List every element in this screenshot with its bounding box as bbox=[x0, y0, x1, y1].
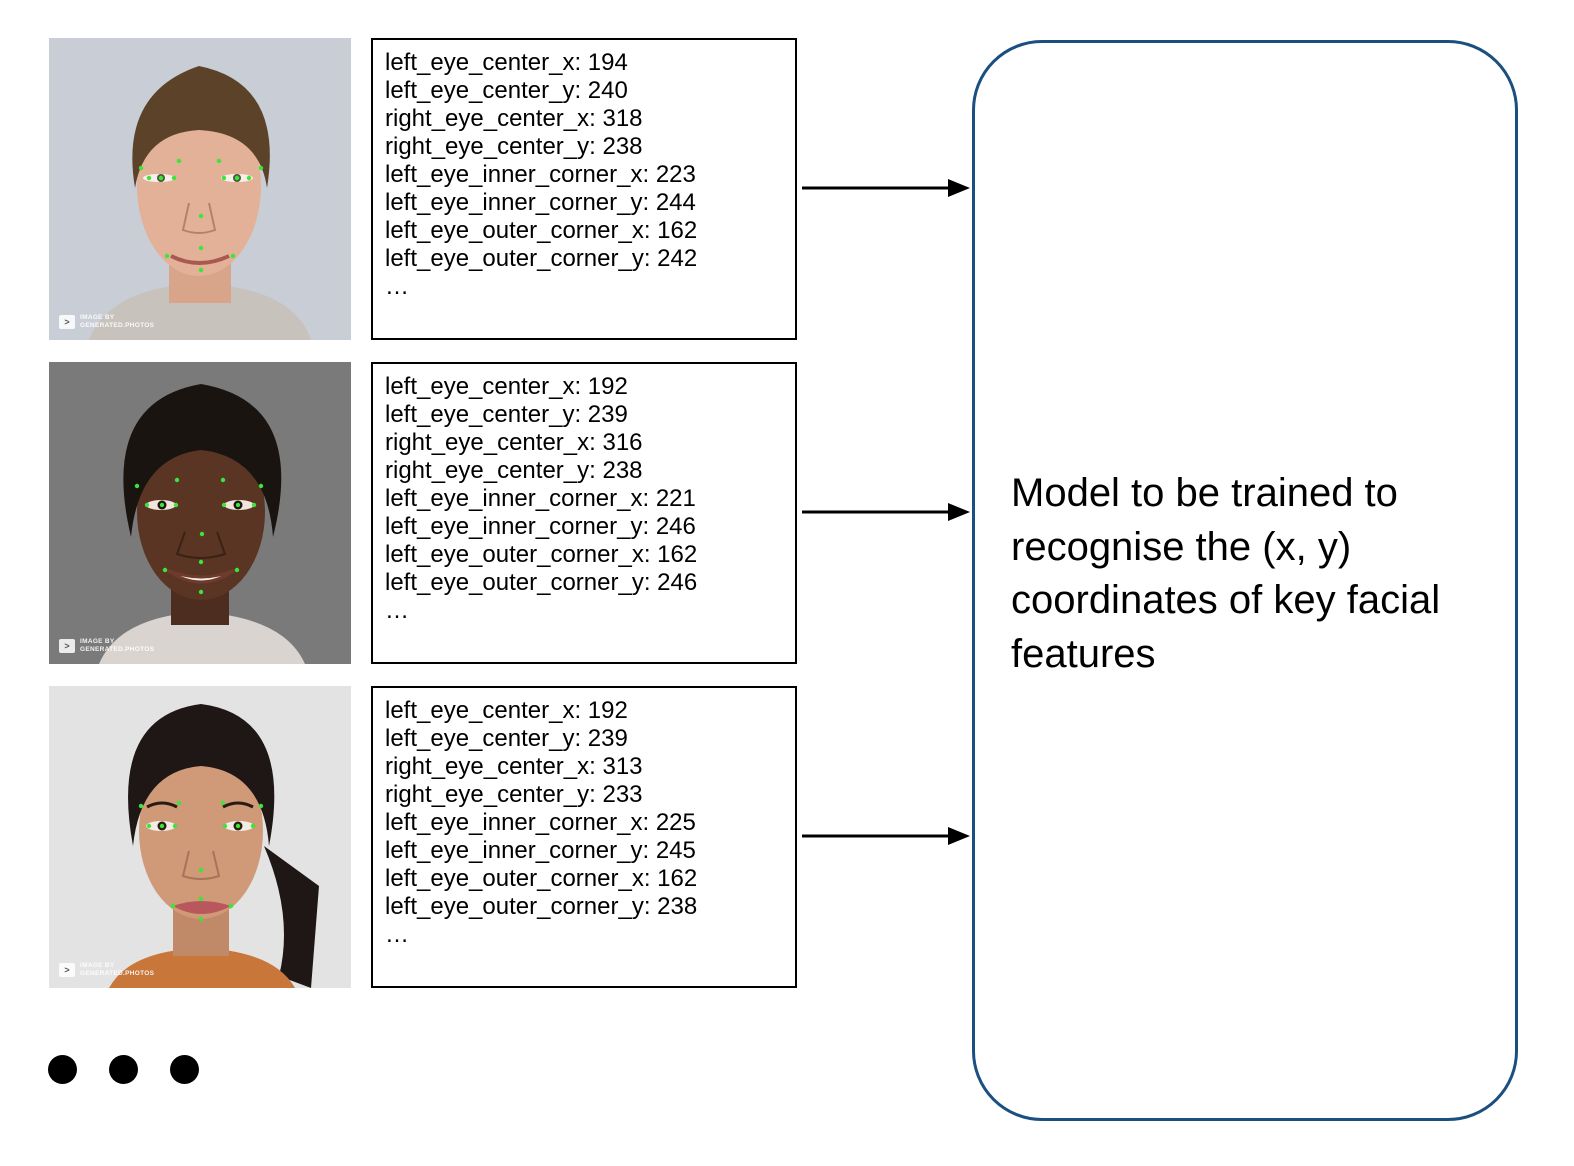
watermark-logo-icon: > bbox=[59, 315, 75, 329]
ellipsis: … bbox=[385, 273, 409, 300]
coordinate-line: left_eye_outer_corner_x: 162 bbox=[385, 541, 698, 568]
watermark-text: IMAGE BY GENERATED.PHOTOS bbox=[80, 638, 155, 653]
ellipsis: … bbox=[385, 921, 409, 948]
coordinate-line: right_eye_center_y: 238 bbox=[385, 133, 643, 160]
face-illustration bbox=[49, 362, 351, 664]
watermark: > IMAGE BY GENERATED.PHOTOS bbox=[59, 638, 160, 654]
arrow-to-model-2 bbox=[802, 503, 970, 521]
more-samples-indicator bbox=[48, 1055, 199, 1084]
coordinate-line: left_eye_center_y: 239 bbox=[385, 401, 628, 428]
coordinates-box-1: left_eye_center_x: 194 left_eye_center_y… bbox=[371, 38, 797, 340]
coordinate-line: left_eye_inner_corner_x: 225 bbox=[385, 809, 696, 836]
face-photo-3: > IMAGE BY GENERATED.PHOTOS bbox=[49, 686, 351, 988]
face-illustration bbox=[49, 38, 351, 340]
coordinate-line: right_eye_center_x: 318 bbox=[385, 105, 643, 132]
coordinate-line: right_eye_center_y: 233 bbox=[385, 781, 643, 808]
coordinate-line: left_eye_center_y: 240 bbox=[385, 77, 628, 104]
watermark-text: IMAGE BY GENERATED.PHOTOS bbox=[80, 314, 155, 329]
watermark-logo-icon: > bbox=[59, 639, 75, 653]
coordinate-line: left_eye_center_x: 194 bbox=[385, 49, 628, 76]
arrow-to-model-1 bbox=[802, 179, 970, 197]
coordinate-line: left_eye_inner_corner_x: 221 bbox=[385, 485, 696, 512]
coordinates-box-2: left_eye_center_x: 192 left_eye_center_y… bbox=[371, 362, 797, 664]
watermark-text: IMAGE BY GENERATED.PHOTOS bbox=[80, 962, 155, 977]
coordinate-line: right_eye_center_x: 316 bbox=[385, 429, 643, 456]
dot bbox=[170, 1055, 199, 1084]
ellipsis: … bbox=[385, 597, 409, 624]
coordinate-line: left_eye_outer_corner_x: 162 bbox=[385, 217, 698, 244]
coordinate-line: left_eye_outer_corner_y: 238 bbox=[385, 893, 698, 920]
arrow-to-model-3 bbox=[802, 827, 970, 845]
coordinates-box-3: left_eye_center_x: 192 left_eye_center_y… bbox=[371, 686, 797, 988]
coordinate-line: left_eye_center_y: 239 bbox=[385, 725, 628, 752]
coordinate-line: left_eye_center_x: 192 bbox=[385, 697, 628, 724]
coordinate-line: left_eye_inner_corner_y: 246 bbox=[385, 513, 696, 540]
watermark: > IMAGE BY GENERATED.PHOTOS bbox=[59, 962, 160, 978]
coordinate-line: right_eye_center_y: 238 bbox=[385, 457, 643, 484]
dot bbox=[48, 1055, 77, 1084]
coordinate-line: left_eye_inner_corner_y: 244 bbox=[385, 189, 696, 216]
model-label: Model to be trained to recognise the (x,… bbox=[1011, 471, 1441, 676]
coordinate-line: left_eye_outer_corner_x: 162 bbox=[385, 865, 698, 892]
coordinate-line: left_eye_inner_corner_y: 245 bbox=[385, 837, 696, 864]
face-photo-2: > IMAGE BY GENERATED.PHOTOS bbox=[49, 362, 351, 664]
coordinate-line: left_eye_inner_corner_x: 223 bbox=[385, 161, 696, 188]
face-photo-1: > IMAGE BY GENERATED.PHOTOS bbox=[49, 38, 351, 340]
coordinate-line: left_eye_outer_corner_y: 242 bbox=[385, 245, 698, 272]
face-illustration bbox=[49, 686, 351, 988]
coordinate-line: right_eye_center_x: 313 bbox=[385, 753, 643, 780]
coordinate-line: left_eye_center_x: 192 bbox=[385, 373, 628, 400]
coordinate-line: left_eye_outer_corner_y: 246 bbox=[385, 569, 698, 596]
watermark-logo-icon: > bbox=[59, 963, 75, 977]
dot bbox=[109, 1055, 138, 1084]
model-box: Model to be trained to recognise the (x,… bbox=[972, 40, 1518, 1121]
watermark: > IMAGE BY GENERATED.PHOTOS bbox=[59, 314, 160, 330]
